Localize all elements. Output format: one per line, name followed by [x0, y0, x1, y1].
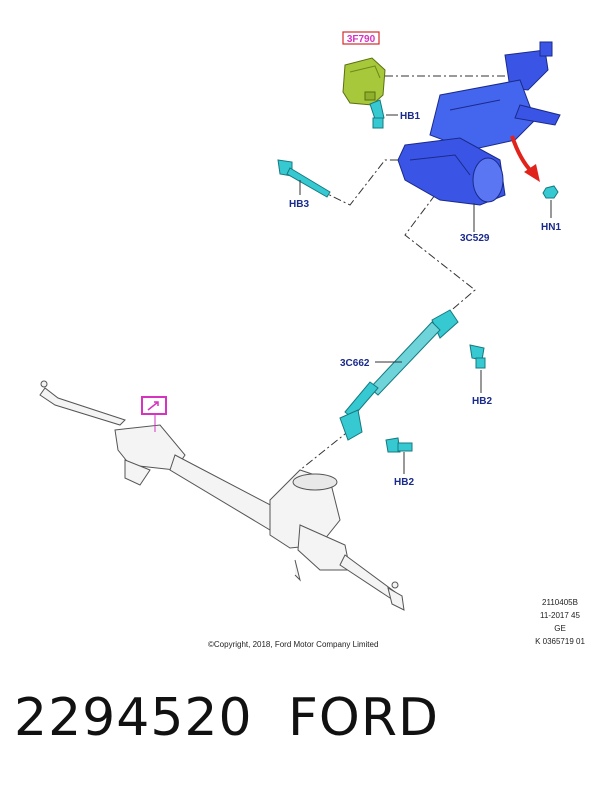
footer-codes: 2110405B 11-2017 45 GE K 0365719 01	[520, 596, 600, 648]
electronic-module-3f790	[342, 57, 386, 106]
date-code: 11-2017 45	[540, 611, 580, 620]
highlight-marker	[141, 396, 167, 432]
svg-text:HB2: HB2	[394, 477, 414, 488]
bolt-hb3: HB3	[277, 159, 331, 210]
steering-rack-assembly	[39, 380, 405, 611]
svg-text:HB1: HB1	[400, 111, 420, 122]
catalog-code: K 0365719 01	[535, 637, 585, 646]
region-code: GE	[554, 624, 566, 633]
ref-code: 2110405B	[542, 598, 578, 607]
copyright-notice: ©Copyright, 2018, Ford Motor Company Lim…	[208, 640, 379, 649]
nut-hn1: HN1	[541, 185, 561, 233]
svg-text:3C529: 3C529	[460, 233, 490, 244]
svg-text:HB2: HB2	[472, 396, 492, 407]
bolt-hb1: HB1	[369, 99, 420, 129]
svg-text:HN1: HN1	[541, 222, 561, 233]
svg-text:3C662: 3C662	[340, 358, 370, 369]
bolt-hb2-lower: HB2	[385, 437, 414, 488]
steering-column-3c529: 3C529	[397, 41, 561, 244]
svg-text:3F790: 3F790	[347, 34, 376, 45]
svg-text:HB3: HB3	[289, 199, 309, 210]
bolt-hb2-upper: HB2	[469, 344, 492, 407]
direction-arrow	[510, 135, 540, 182]
part-number-caption: 2294520	[14, 688, 253, 748]
steering-parts-diagram: 3F790 HB1 3C529 HN1 HB3	[39, 31, 561, 611]
intermediate-shaft-3c662: 3C662	[339, 309, 459, 441]
callout-3f790: 3F790	[342, 31, 380, 45]
brand-caption: FORD	[288, 688, 440, 748]
